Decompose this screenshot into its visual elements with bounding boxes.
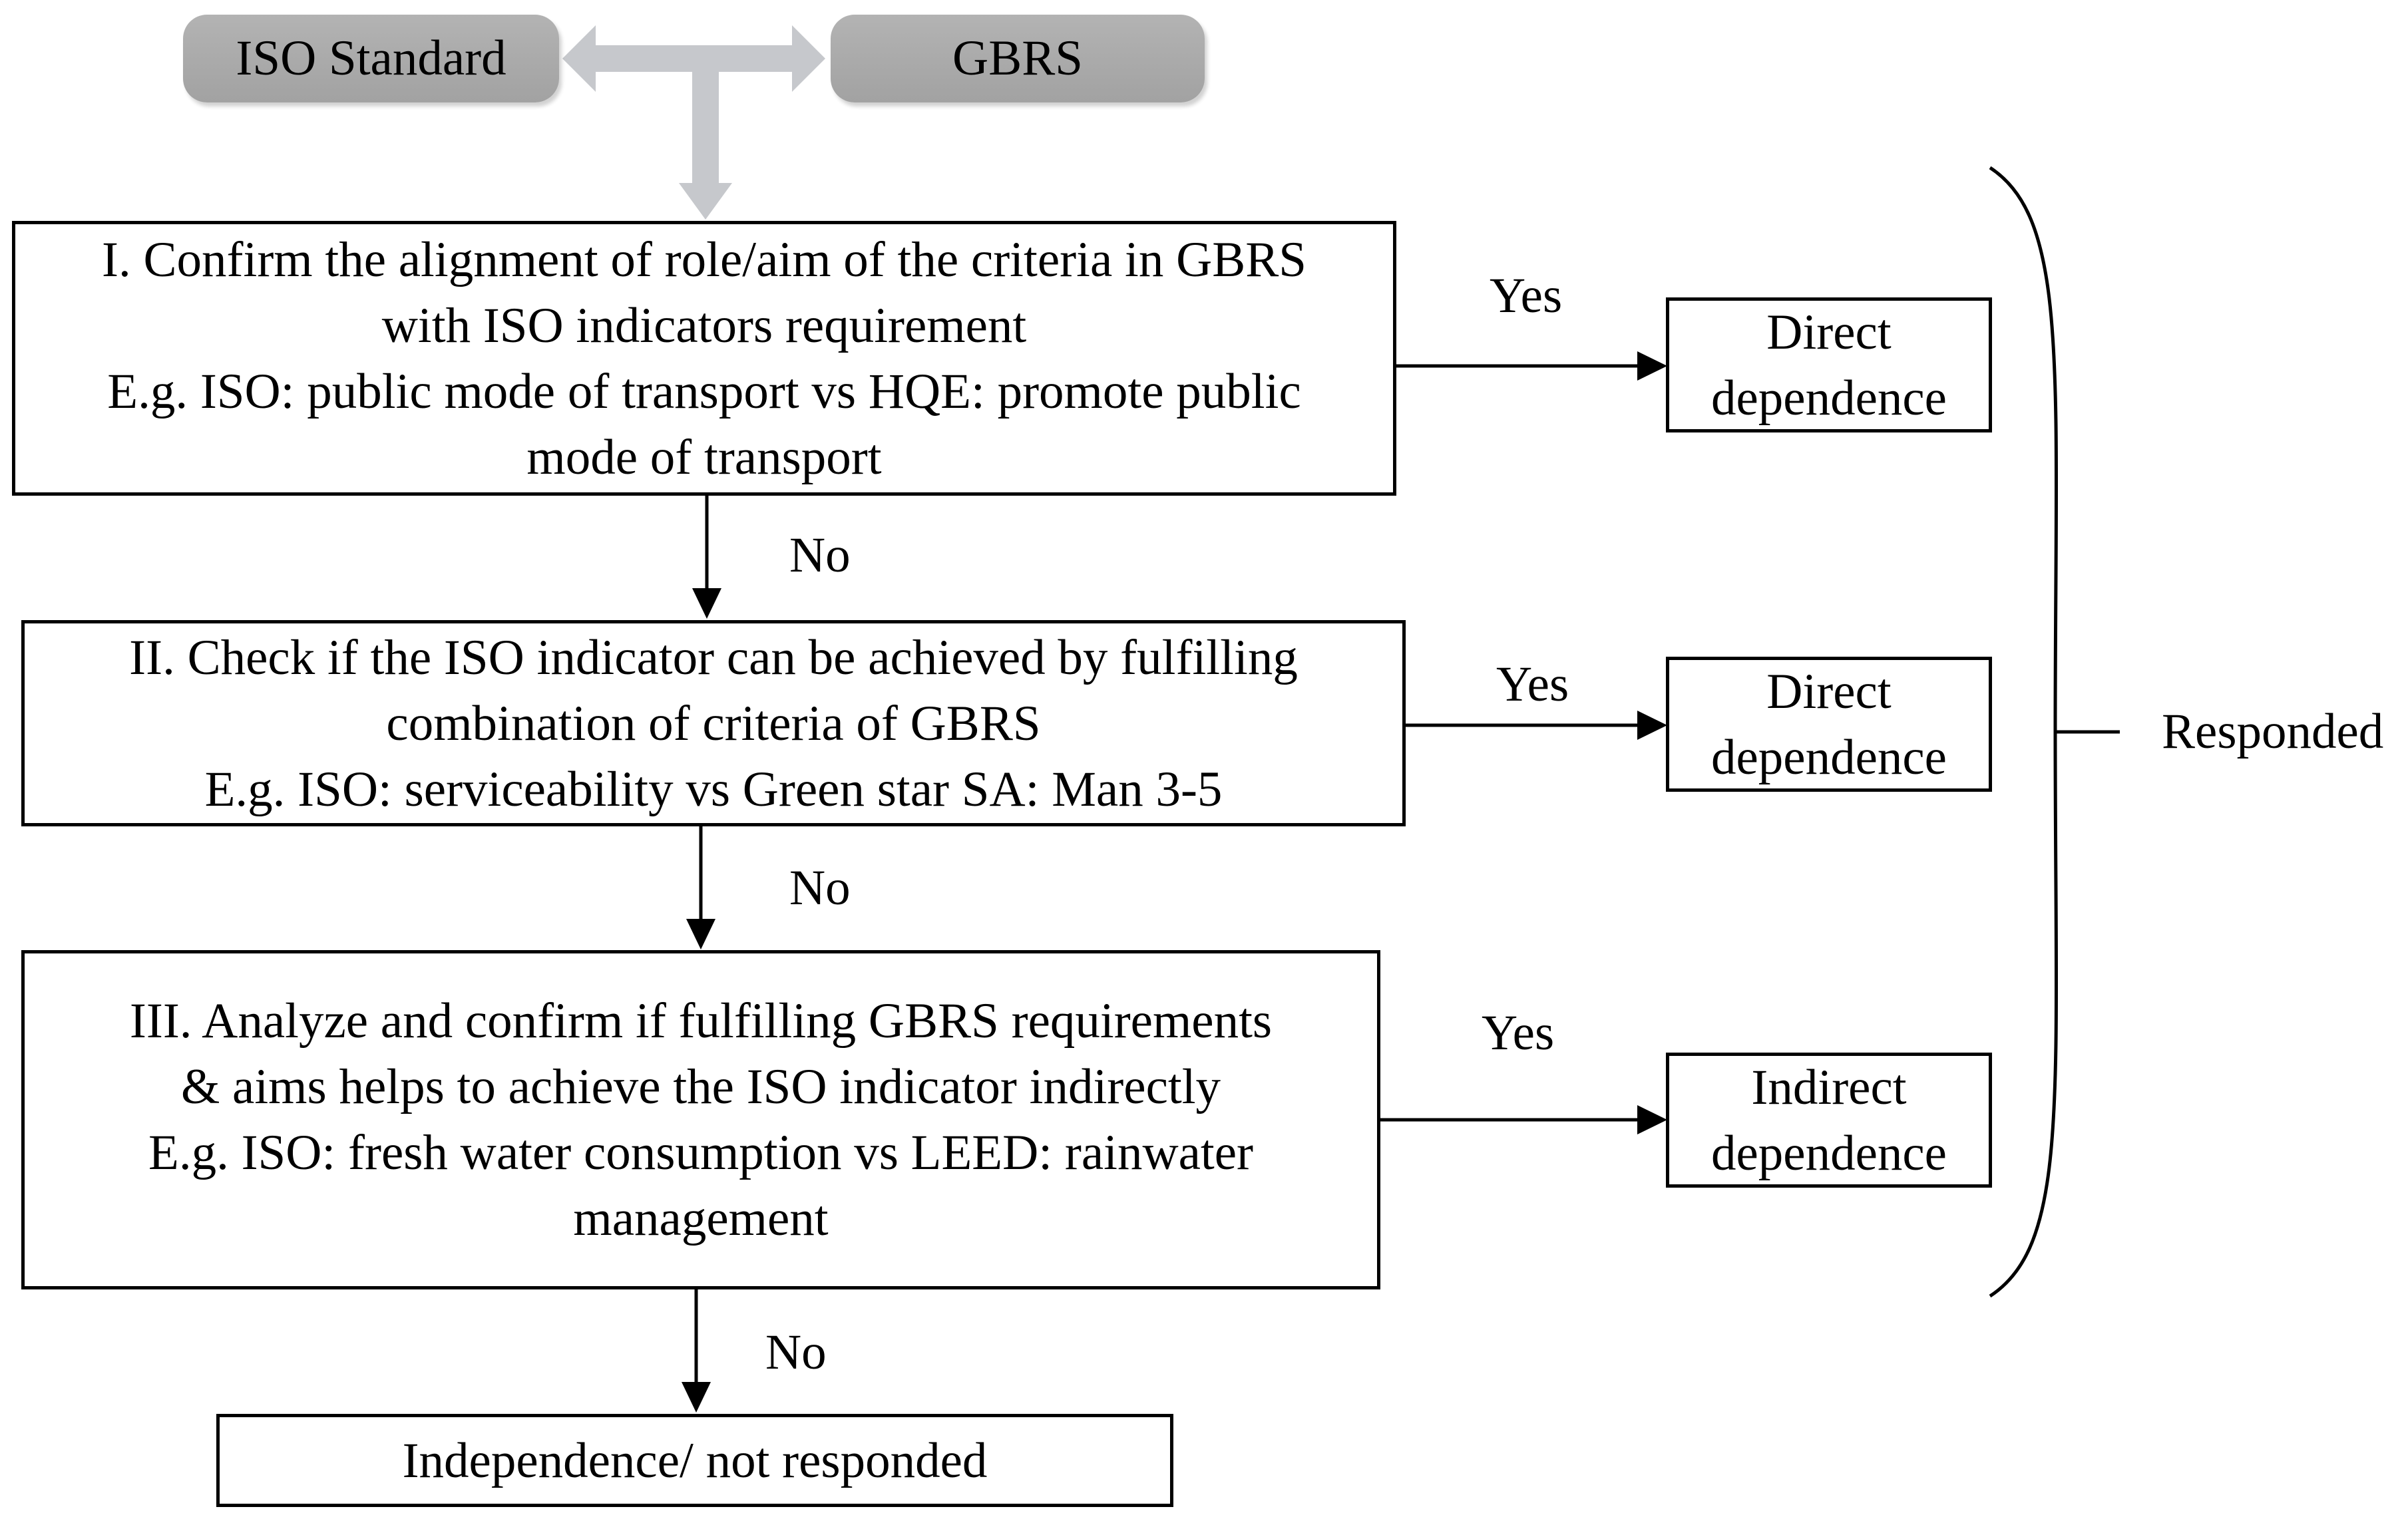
step-1-box: I. Confirm the alignment of role/aim of …: [12, 221, 1396, 496]
step-3-line-3: E.g. ISO: fresh water consumption vs LEE…: [148, 1125, 1253, 1180]
yes-arrow-2: [1403, 711, 1667, 740]
responded-bracket: [1989, 166, 2059, 1298]
step-1-line-4: mode of transport: [526, 429, 882, 485]
step-1-line-3: E.g. ISO: public mode of transport vs HQ…: [107, 363, 1301, 419]
step-3-line-4: management: [573, 1191, 829, 1246]
step-3-line-2: & aims helps to achieve the ISO indicato…: [180, 1059, 1221, 1114]
iso-standard-label: ISO Standard: [236, 31, 506, 86]
result-3-line-1: Indirect: [1751, 1059, 1907, 1115]
yes-label-1: Yes: [1490, 268, 1563, 323]
no-label-2: No: [789, 860, 851, 916]
no-arrow-3: [682, 1289, 711, 1413]
result-2-box: Direct dependence: [1666, 657, 1992, 792]
no-arrow-1: [692, 496, 721, 619]
step-2-line-1: II. Check if the ISO indicator can be ac…: [129, 629, 1298, 685]
step-3-box: III. Analyze and confirm if fulfilling G…: [21, 950, 1380, 1289]
yes-arrow-3: [1378, 1105, 1667, 1134]
yes-label-3: Yes: [1482, 1005, 1555, 1061]
step-3-line-1: III. Analyze and confirm if fulfilling G…: [129, 993, 1273, 1049]
result-3-line-2: dependence: [1711, 1125, 1947, 1181]
no-label-3: No: [765, 1325, 827, 1380]
final-label: Independence/ not responded: [402, 1433, 988, 1488]
step-1-line-1: I. Confirm the alignment of role/aim of …: [102, 232, 1306, 287]
result-1-line-1: Direct: [1766, 304, 1892, 360]
gbrs-node: GBRS: [831, 15, 1205, 102]
bidirectional-gray-arrow: [562, 25, 825, 92]
final-box: Independence/ not responded: [216, 1414, 1173, 1507]
result-3-box: Indirect dependence: [1666, 1053, 1992, 1188]
gbrs-label: GBRS: [952, 31, 1083, 86]
responded-label: Responded: [2162, 704, 2384, 759]
result-1-line-2: dependence: [1711, 370, 1947, 426]
no-label-1: No: [789, 528, 851, 583]
result-1-box: Direct dependence: [1666, 297, 1992, 432]
gray-down-arrow: [679, 67, 732, 220]
result-2-line-2: dependence: [1711, 729, 1947, 785]
yes-arrow-1: [1394, 351, 1667, 381]
step-2-line-2: combination of criteria of GBRS: [386, 695, 1041, 751]
result-2-line-1: Direct: [1766, 663, 1892, 719]
step-1-line-2: with ISO indicators requirement: [381, 297, 1027, 353]
step-2-line-3: E.g. ISO: serviceability vs Green star S…: [204, 761, 1223, 817]
step-2-box: II. Check if the ISO indicator can be ac…: [21, 620, 1406, 826]
no-arrow-2: [686, 826, 715, 949]
iso-standard-node: ISO Standard: [183, 15, 559, 102]
yes-label-2: Yes: [1496, 657, 1569, 712]
